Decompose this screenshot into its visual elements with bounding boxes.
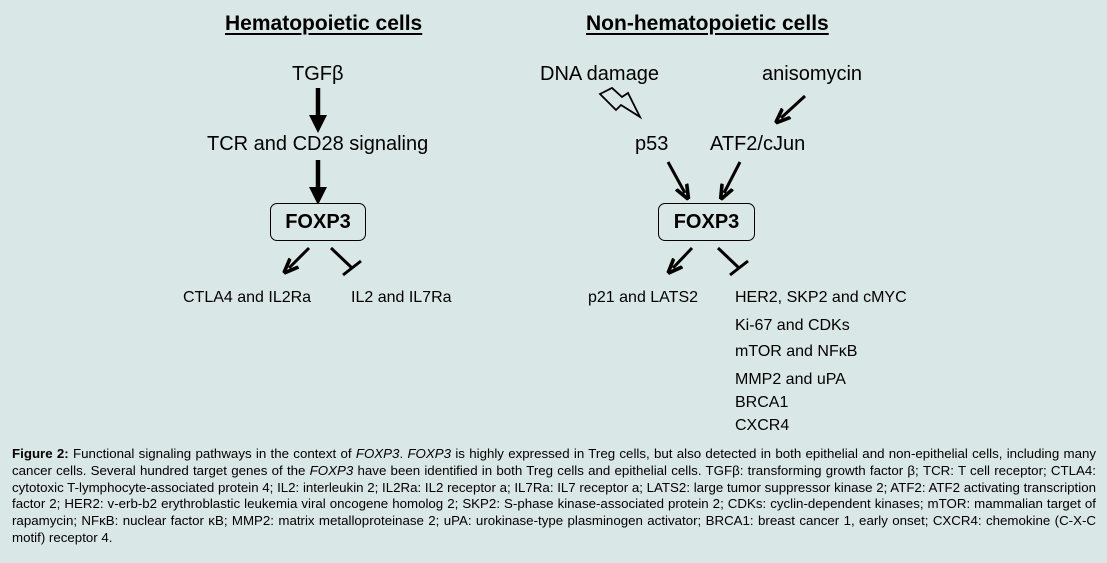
caption-text-3: is highly expressed in Treg cells, but a… (12, 446, 1097, 478)
lightning-bolt-icon (598, 86, 643, 120)
node-tcr-cd28: TCR and CD28 signaling (207, 133, 429, 155)
caption-gene-2: FOXP3 (407, 446, 452, 461)
target-repressed-right-3: MMP2 and uPA (735, 371, 846, 388)
arrow-anisomycin-to-atf2 (781, 94, 807, 118)
targets-activated-right: p21 and LATS2 (588, 289, 699, 306)
inhibit-foxp3-represses-right (716, 246, 741, 270)
inhibit-foxp3-represses-left (329, 246, 354, 270)
heading-hematopoietic: Hematopoietic cells (225, 12, 423, 35)
target-repressed-right-2: mTOR and NFκB (735, 343, 858, 360)
node-p53: p53 (635, 133, 669, 155)
foxp3-right-label: FOXP3 (673, 210, 740, 233)
arrow-foxp3-activates-right (673, 246, 694, 268)
targets-activated-left: CTLA4 and IL2Ra (183, 289, 312, 306)
node-dna-damage: DNA damage (540, 63, 659, 85)
heading-non-hematopoietic: Non-hematopoietic cells (586, 12, 829, 35)
arrow-p53-to-foxp3 (666, 161, 685, 193)
foxp3-left-label: FOXP3 (285, 210, 351, 233)
figure-caption: Figure 2: Functional signaling pathways … (12, 446, 1096, 547)
node-tgfb: TGFβ (292, 63, 344, 85)
inhibit-bar-right (729, 259, 749, 277)
inhibit-bar-left (342, 259, 362, 277)
caption-text-1: Functional signaling pathways in the con… (68, 446, 356, 461)
caption-gene-1: FOXP3 (355, 446, 400, 461)
node-foxp3-left: FOXP3 (270, 203, 366, 241)
caption-label: Figure 2: (12, 446, 69, 461)
target-repressed-right-4: BRCA1 (735, 394, 789, 411)
target-repressed-right-1: Ki-67 and CDKs (735, 317, 850, 334)
node-foxp3-right: FOXP3 (658, 203, 755, 241)
node-atf2-cjun: ATF2/cJun (710, 133, 806, 155)
arrow-foxp3-activates-left (289, 246, 311, 268)
caption-text-4: have been identified in both Treg cells … (12, 462, 1096, 545)
node-anisomycin: anisomycin (762, 63, 863, 85)
caption-gene-3: FOXP3 (309, 462, 354, 478)
caption-text-2: . (399, 446, 408, 461)
targets-repressed-left: IL2 and IL7Ra (351, 289, 452, 306)
target-repressed-right-0: HER2, SKP2 and cMYC (735, 289, 907, 306)
target-repressed-right-5: CXCR4 (735, 417, 790, 434)
arrow-atf2-to-foxp3 (724, 161, 742, 193)
